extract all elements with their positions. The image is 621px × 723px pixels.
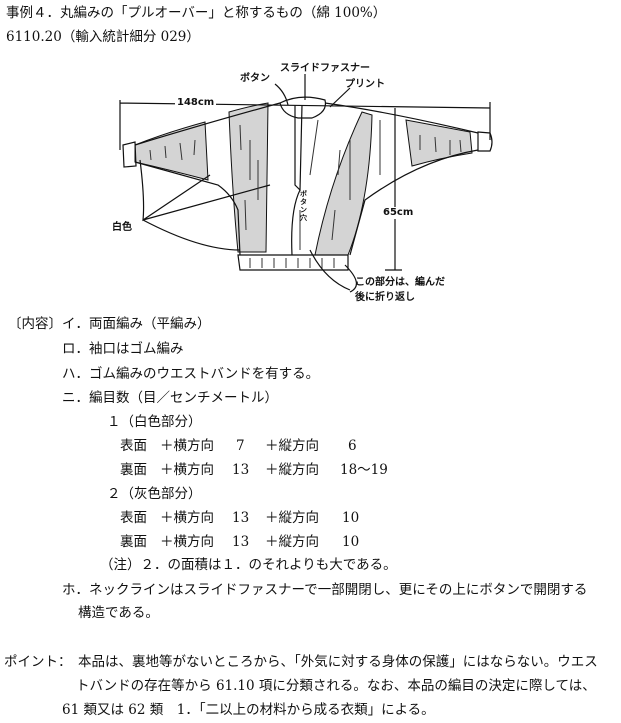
- white-leader-lines: [139, 159, 271, 251]
- white-label: 白色: [112, 222, 132, 233]
- row-v-value: 6: [348, 438, 357, 454]
- content-heading: 〔内容〕: [8, 316, 62, 332]
- print-label: プリント: [345, 79, 385, 90]
- point-line-2: トバンドの存在等から 61.10 項に分類される。なお、本品の編目の決定に際して…: [76, 678, 596, 694]
- row-v-value: 18～19: [340, 462, 388, 478]
- pullover-drawing: [119, 74, 493, 293]
- row-v-label: ＋縦方向: [265, 510, 319, 526]
- row-h-label: ＋横方向: [160, 510, 214, 526]
- left-underarm-line: [134, 161, 241, 256]
- left-cuff: [122, 141, 137, 168]
- row-side: 裏面: [120, 534, 147, 550]
- folded-label-2: 後に折り返し: [355, 292, 415, 303]
- right-sleeve-gray-panel: [405, 119, 473, 167]
- row-side: 裏面: [120, 462, 147, 478]
- collar: [279, 96, 327, 119]
- row-h-value: 13: [232, 462, 250, 478]
- content-ha: ハ．ゴム編みのウエストバンドを有する。: [62, 366, 320, 382]
- folded-label-1: この部分は、編んだ: [355, 277, 445, 288]
- left-sleeve-gray-panel: [134, 121, 209, 181]
- row-v-value: 10: [342, 510, 360, 526]
- row-h-value: 13: [232, 510, 250, 526]
- content-ho-1: ホ．ネックラインはスライドファスナーで一部開閉し、更にその上にボタンで開閉する: [62, 582, 588, 598]
- content-i: イ．両面編み（平編み）: [62, 316, 211, 332]
- point-line-3: 61 類又は 62 類 1．「二以上の材料から成る衣類」による。: [62, 702, 435, 718]
- content-ni: ニ．編目数（目／センチメートル）: [62, 390, 278, 406]
- height-dimension-line: [385, 108, 402, 271]
- row-v-label: ＋縦方向: [265, 462, 319, 478]
- left-shoulder-line: [134, 102, 281, 146]
- tariff-code: 6110.20（輸入統計細分 029）: [6, 29, 200, 45]
- row-v-value: 10: [342, 534, 360, 550]
- row-side: 表面: [120, 510, 147, 526]
- content-ho-2: 構造である。: [78, 605, 159, 621]
- width-label: 148cm: [175, 97, 217, 109]
- note: （注）２．の面積は１．のそれよりも大である。: [100, 557, 397, 573]
- point-line-1: 本品は、裏地等がないところから、「外気に対する身体の保護」にはならない。ウエス: [78, 654, 598, 670]
- right-body-gray-panel: [314, 111, 373, 256]
- row-side: 表面: [120, 438, 147, 454]
- part1-heading: １（白色部分）: [107, 414, 202, 430]
- row-v-label: ＋縦方向: [265, 534, 319, 550]
- placket-line: [291, 189, 301, 256]
- part2-heading: ２（灰色部分）: [107, 486, 202, 502]
- button-label: ボタン: [240, 73, 270, 84]
- row-h-label: ＋横方向: [160, 462, 214, 478]
- left-body-gray-panel: [228, 102, 269, 253]
- row-h-label: ＋横方向: [160, 534, 214, 550]
- row-h-label: ＋横方向: [160, 438, 214, 454]
- height-label: 65cm: [383, 207, 414, 219]
- content-ro: ロ．袖口はゴム編み: [62, 341, 184, 357]
- case-title: 事例４．丸編みの「プルオーバー」と称するもの（綿 100%）: [6, 5, 387, 21]
- row-v-label: ＋縦方向: [265, 438, 319, 454]
- row-h-value: 13: [232, 534, 250, 550]
- row-h-value: 7: [236, 438, 245, 454]
- zipper-label: スライドファスナー: [280, 63, 370, 74]
- label-leader-lines: [274, 74, 357, 293]
- right-underarm-line: [349, 149, 479, 256]
- zipper: [294, 104, 303, 192]
- point-label: ポイント：: [4, 654, 72, 670]
- right-shoulder-line: [324, 102, 479, 134]
- waistband: [237, 254, 349, 271]
- buttonhole-label: ボタン穴: [300, 190, 307, 222]
